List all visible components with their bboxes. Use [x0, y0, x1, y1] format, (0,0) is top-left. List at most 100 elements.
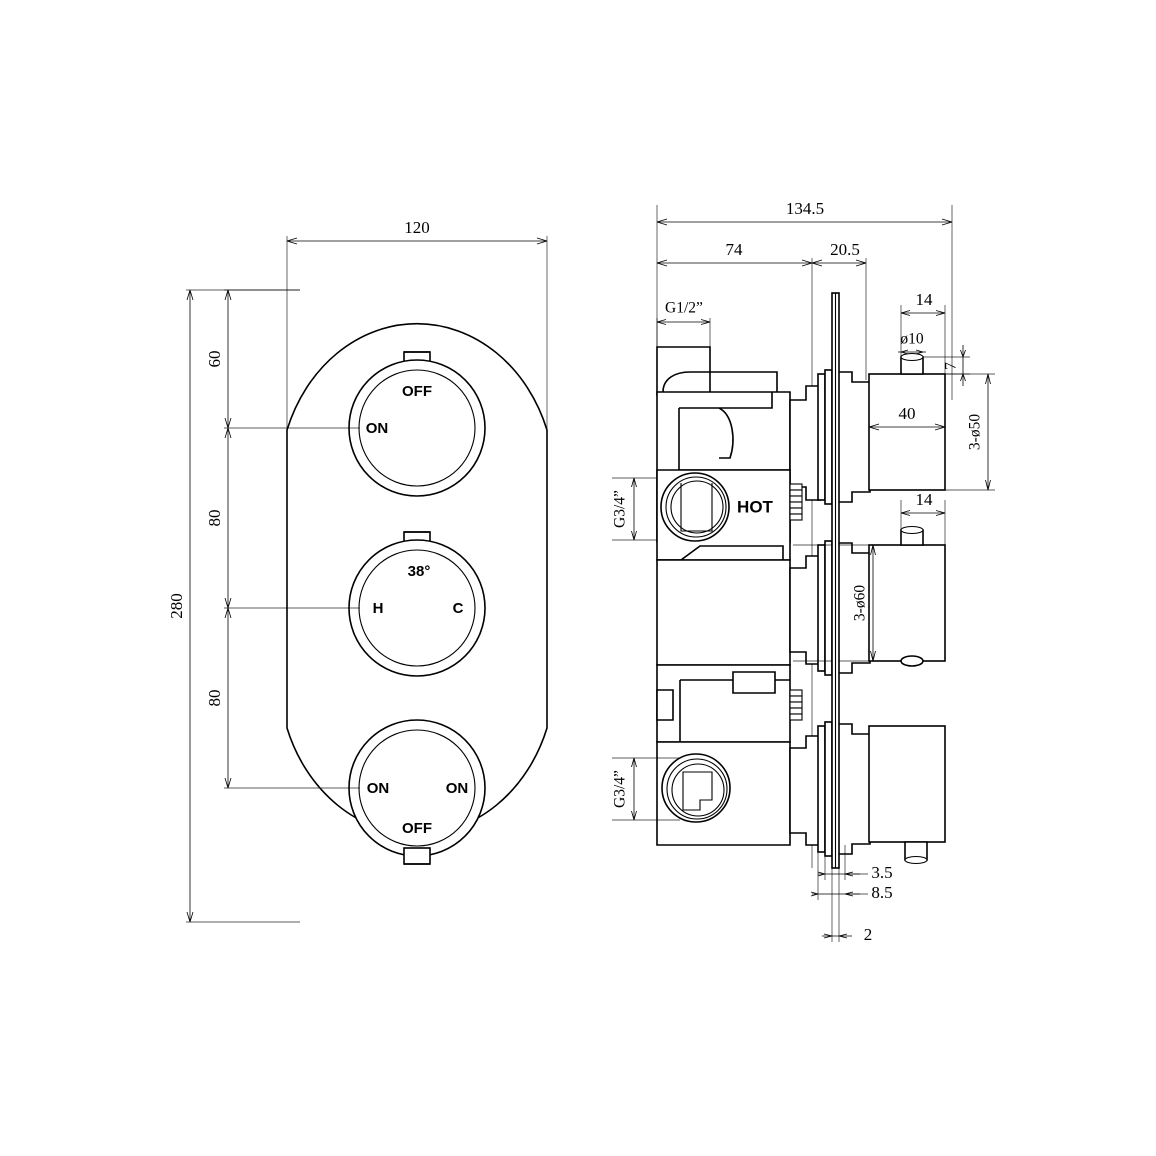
arrow-7-bottom: [960, 373, 966, 382]
middle-body-chamfer-edge: [680, 545, 701, 561]
knob-label-bottom-on-right: ON: [446, 780, 469, 797]
arrow-60-top: [224, 289, 232, 301]
middle-spindle-top-ellipse: [900, 525, 924, 535]
knob-outer-ring-middle: [348, 539, 486, 677]
knob-label-cold: C: [453, 600, 464, 617]
upper-body-curve-detail: [718, 407, 734, 459]
lower-plate-collar-b: [824, 721, 833, 857]
arrow-g34u-top: [631, 477, 637, 488]
dimension-plate-width: 120: [286, 218, 548, 440]
middle-lower-body: [656, 559, 791, 666]
arrow-80u-bottom: [224, 597, 232, 609]
dim-label-3-d50: 3-ø50: [967, 414, 984, 450]
arrow-width-right: [536, 237, 548, 245]
retainer-serration-upper: [789, 483, 803, 521]
dimension-inlet-g12: G1/2”: [656, 300, 711, 352]
lower-inlet-port-mid: [666, 758, 728, 820]
middle-valve-assembly: HOT: [656, 469, 946, 676]
dimension-knob-spacing-80-lower: 80: [205, 607, 360, 789]
arrow-60-bottom: [224, 417, 232, 429]
middle-plate-collar-b: [824, 540, 833, 676]
knob-label-top-off: OFF: [402, 383, 432, 400]
dim-label-handle-depth-top: 14: [916, 290, 934, 309]
dim-label-overall-depth: 134.5: [786, 199, 824, 218]
flow-control-knob-top[interactable]: OFF ON: [348, 351, 486, 497]
retainer-serration-lower: [789, 689, 803, 721]
diverter-knob-bottom[interactable]: ON ON OFF: [348, 719, 486, 865]
thermostatic-temperature-knob[interactable]: 38° H C: [348, 531, 486, 677]
dim-label-thickness-35: 3.5: [871, 863, 892, 882]
dimension-plate-thickness-2: 2: [822, 868, 872, 944]
dimension-cartridge-depth-40: 40: [868, 404, 946, 431]
dimension-plate-height: 280: [167, 289, 300, 923]
arrow-overall-right: [941, 218, 953, 226]
arrow-d60-top: [870, 544, 876, 556]
top-inlet-boss: [656, 346, 711, 396]
hot-inlet-port-inner: [670, 480, 724, 534]
knob-label-top-on: ON: [366, 420, 389, 437]
dimension-inlet-g34-lower: G3/4”: [612, 757, 680, 821]
lower-cartridge-barrel: [837, 723, 871, 855]
knob-label-bottom-off: OFF: [402, 820, 432, 837]
dim-label-body-depth: 74: [726, 240, 744, 259]
arrow-height-top: [186, 289, 194, 301]
arrow-14t-right: [935, 310, 946, 316]
arrow-g34l-top: [631, 757, 637, 768]
dim-label-plate-height: 280: [167, 593, 186, 619]
arrow-80l-top: [224, 607, 232, 619]
upper-cartridge-barrel: [837, 371, 871, 503]
arrow-40-right: [934, 423, 946, 431]
arrow-g12-right: [700, 319, 711, 325]
arrow-205-left: [811, 259, 823, 267]
arrow-d10-left: [900, 349, 909, 355]
dim-label-80-lower: 80: [205, 690, 224, 707]
dim-label-cartridge-depth: 40: [899, 404, 916, 423]
arrow-35-left: [817, 871, 826, 877]
arrow-14m-right: [935, 510, 946, 516]
dim-label-plate-width: 120: [404, 218, 430, 237]
arrow-205-right: [855, 259, 867, 267]
dim-label-thickness-85: 8.5: [871, 883, 892, 902]
side-view-group: 134.5 74 20.5 G1/2”: [612, 199, 995, 944]
upper-plate-collar-a: [817, 373, 826, 501]
dimension-body-depth-74: 74: [656, 240, 813, 267]
upper-spindle-top-ellipse: [900, 352, 924, 362]
hot-inlet-port-key: [680, 483, 713, 532]
upper-body-lever-detail: [662, 371, 778, 393]
middle-cartridge-neck: [789, 555, 821, 665]
arrow-80u-top: [224, 427, 232, 439]
middle-handle-block: [868, 544, 946, 662]
dim-label-spindle-diameter: ø10: [900, 331, 924, 348]
faceplate-outline: [286, 322, 548, 836]
lower-plate-collar-a: [817, 725, 826, 853]
dimension-top-offset-60: 60: [205, 289, 360, 429]
upper-body-lever-inner: [679, 392, 773, 409]
arrow-height-bottom: [186, 911, 194, 923]
arrow-40-left: [868, 423, 880, 431]
arrow-d50-bottom: [985, 479, 991, 491]
dim-label-spindle-height: 7: [943, 362, 960, 370]
hot-inlet-port-mid: [665, 476, 727, 538]
dim-label-plate-offset: 20.5: [830, 240, 860, 259]
lower-bridge-notch: [732, 671, 776, 694]
middle-plate-collar-a: [817, 544, 826, 672]
arrow-overall-left: [656, 218, 668, 226]
arrow-d10-right: [915, 349, 924, 355]
dimension-handle-depth-top: 14: [900, 290, 946, 374]
lower-inlet-port-key: [682, 771, 713, 811]
arrow-2-left: [823, 933, 833, 939]
arrow-80l-bottom: [224, 777, 232, 789]
dim-label-inlet-g34-upper: G3/4”: [612, 490, 629, 528]
arrow-g34u-bottom: [631, 530, 637, 541]
upper-plate-collar-b: [824, 369, 833, 505]
arrow-g12-left: [656, 319, 667, 325]
arrow-7-top: [960, 349, 966, 358]
front-view-group: OFF ON 38° H C ON ON OFF: [167, 218, 548, 923]
knob-label-bottom-on-left: ON: [367, 780, 390, 797]
dimension-spindle-diameter: ø10: [898, 331, 926, 355]
middle-handle-bottom-nub: [900, 655, 924, 667]
dim-label-inlet-g34-lower: G3/4”: [612, 770, 629, 808]
callout-3-d50: 3-ø50: [945, 373, 995, 491]
middle-cartridge-barrel: [837, 542, 871, 674]
